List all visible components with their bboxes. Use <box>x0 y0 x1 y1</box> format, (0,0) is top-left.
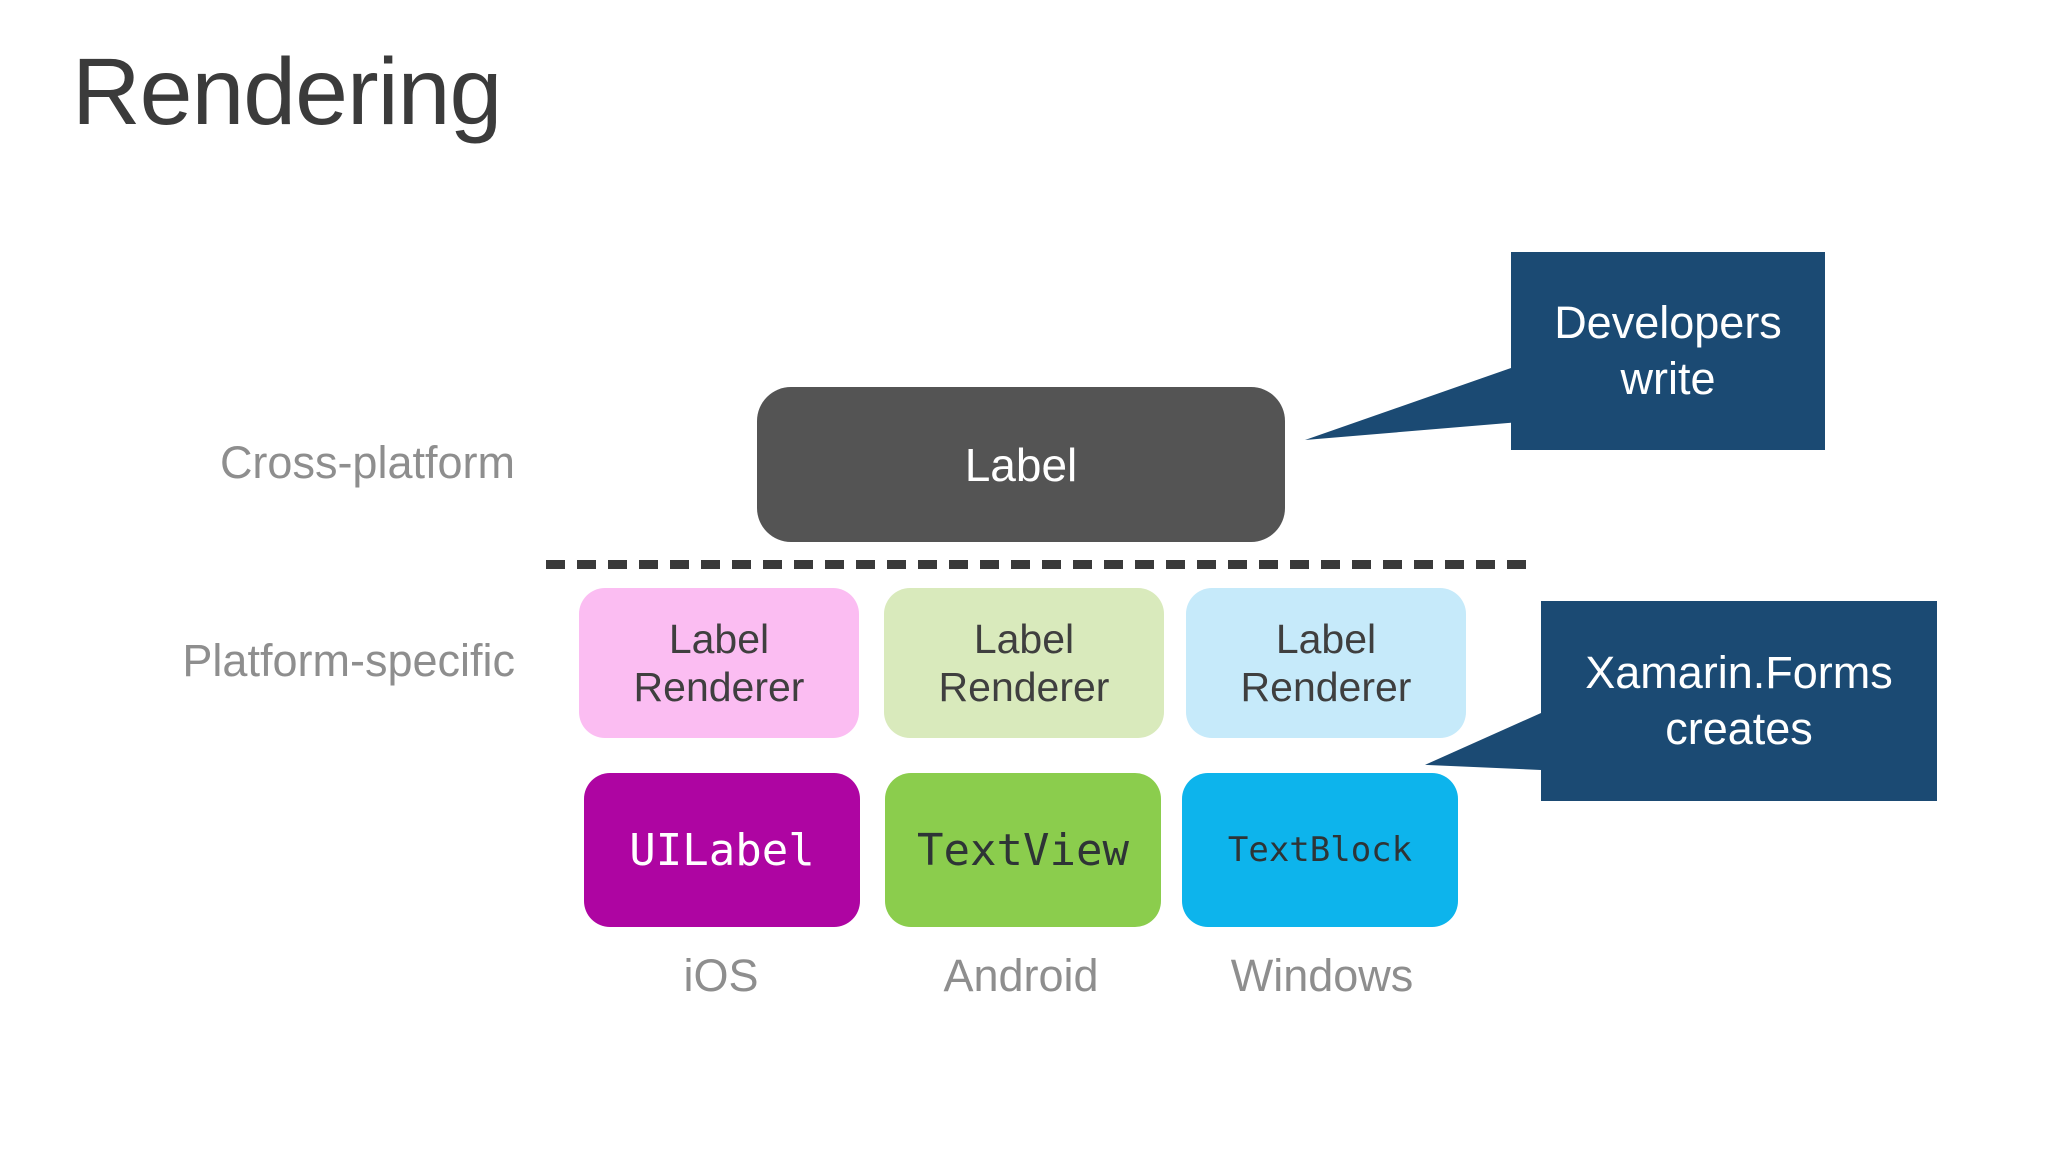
platform-label-windows: Windows <box>1230 950 1414 1001</box>
dashed-divider-line <box>546 560 1535 569</box>
xamarin-forms-creates-callout: Xamarin.Forms creates <box>1541 601 1937 801</box>
native-control-box-textblock: TextBlock <box>1182 773 1458 927</box>
label-renderer-box-android: Label Renderer <box>884 588 1164 738</box>
label-renderer-box-ios: Label Renderer <box>579 588 859 738</box>
label-renderer-box-windows: Label Renderer <box>1186 588 1466 738</box>
native-control-box-textview: TextView <box>885 773 1161 927</box>
developers-write-callout: Developers write <box>1511 252 1825 450</box>
native-control-box-uilabel: UILabel <box>584 773 860 927</box>
platform-label-android: Android <box>943 950 1099 1001</box>
slide-title: Rendering <box>72 39 502 145</box>
cross-platform-label-box: Label <box>757 387 1285 542</box>
developers-write-callout-pointer <box>1305 368 1511 440</box>
platform-specific-row-label: Platform-specific <box>182 635 515 686</box>
platform-label-ios: iOS <box>683 950 759 1001</box>
cross-platform-row-label: Cross-platform <box>219 437 515 488</box>
